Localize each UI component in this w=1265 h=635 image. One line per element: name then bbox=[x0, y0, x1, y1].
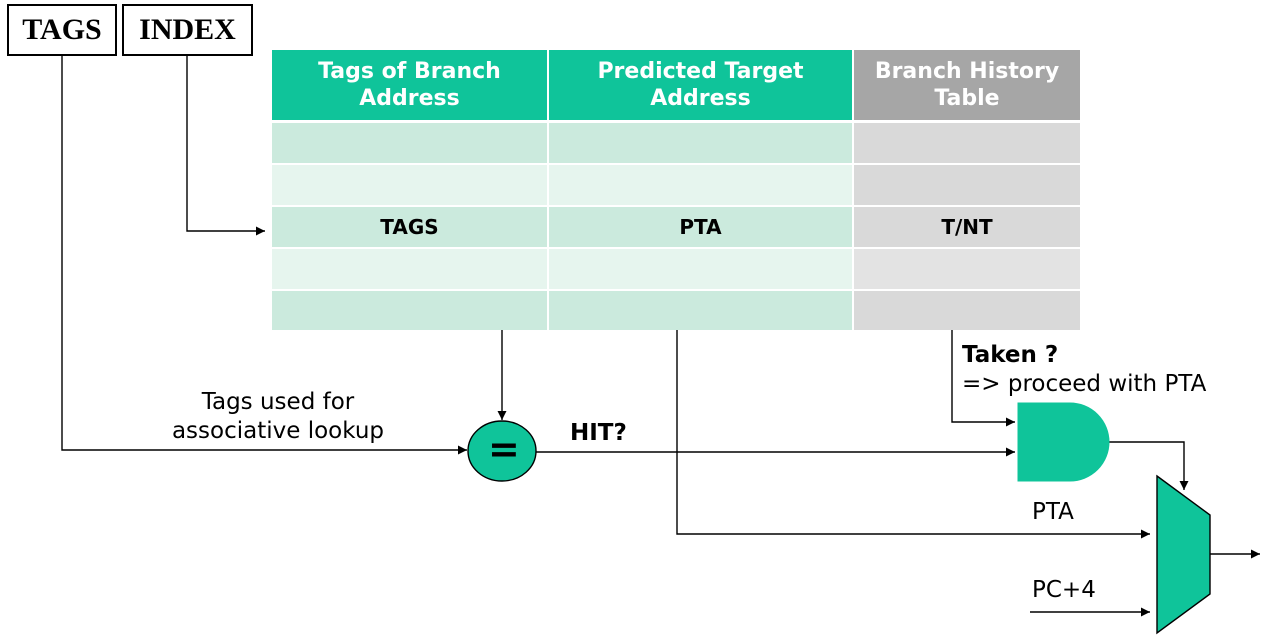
pta-to-mux-wire bbox=[676, 330, 1150, 539]
comparator-circle bbox=[467, 420, 537, 482]
taken-label: Taken ? bbox=[962, 342, 1059, 368]
branch-target-buffer-table: Tags of Branch Address Predicted Target … bbox=[272, 50, 1080, 330]
header-tags-of-branch-address: Tags of Branch Address bbox=[272, 50, 547, 120]
table-row bbox=[272, 291, 1080, 331]
row-pta-entry: PTA bbox=[549, 207, 852, 247]
comparator-symbol: = bbox=[488, 427, 520, 471]
row-tags-entry: TAGS bbox=[272, 207, 547, 247]
table-row bbox=[272, 249, 1080, 289]
header-branch-history-table: Branch History Table bbox=[854, 50, 1080, 120]
and-gate bbox=[1017, 402, 1110, 482]
tags-field-box: TAGS bbox=[7, 4, 117, 56]
table-row-indexed: TAGS PTA T/NT bbox=[272, 207, 1080, 247]
header-predicted-target-address: Predicted Target Address bbox=[549, 50, 852, 120]
table-row bbox=[272, 123, 1080, 163]
tags-used-label: Tags used for associative lookup bbox=[171, 389, 385, 444]
row-bht-entry: T/NT bbox=[854, 207, 1080, 247]
multiplexer bbox=[1156, 474, 1211, 635]
pc-plus-4-label: PC+4 bbox=[1032, 577, 1096, 603]
proceed-with-pta-label: => proceed with PTA bbox=[962, 371, 1207, 397]
hit-label: HIT? bbox=[570, 420, 627, 446]
tags-to-comparator-wire bbox=[61, 56, 467, 455]
pta-input-label: PTA bbox=[1032, 499, 1074, 525]
index-to-row-wire bbox=[186, 56, 265, 236]
taken-to-and-gate-wire bbox=[951, 330, 1015, 427]
table-row bbox=[272, 165, 1080, 205]
index-field-box: INDEX bbox=[122, 4, 253, 56]
and-gate-to-mux-select-wire bbox=[1109, 441, 1189, 490]
